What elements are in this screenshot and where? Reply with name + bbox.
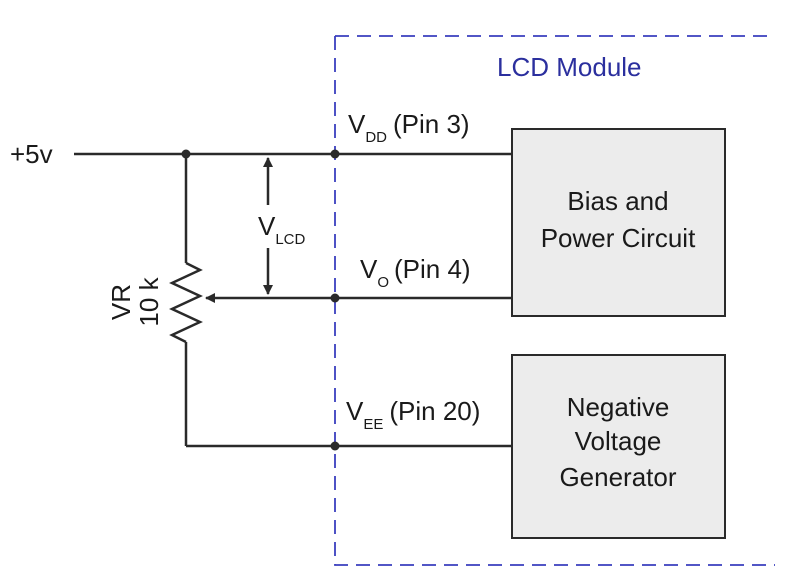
lcd-module-boundary xyxy=(334,35,775,566)
supply-label: +5v xyxy=(10,139,53,169)
bias-block-line-1: Bias and xyxy=(567,186,668,216)
neg-block-line-2: Voltage xyxy=(575,426,662,456)
junction-dot-vo xyxy=(330,293,340,303)
potentiometer-zigzag xyxy=(169,261,203,344)
bias-power-circuit-block xyxy=(511,128,726,317)
vo-label: VO(Pin 4) xyxy=(360,254,471,291)
vdd-label: VDD(Pin 3) xyxy=(348,109,470,146)
negative-voltage-generator-block xyxy=(511,354,726,539)
neg-block-line-1: Negative xyxy=(567,392,670,422)
junction-dot-vee xyxy=(330,441,340,451)
bias-block-line-2: Power Circuit xyxy=(541,223,696,253)
neg-block-line-3: Generator xyxy=(559,462,676,492)
wires xyxy=(74,152,512,448)
pot-name-label: VR xyxy=(106,284,136,320)
lcd-module-title: LCD Module xyxy=(497,52,642,82)
junction-dot-pot-top xyxy=(181,149,191,159)
vlcd-label: VLCD xyxy=(258,211,306,248)
pot-value-label: 10 k xyxy=(134,276,164,326)
junction-dot-vdd xyxy=(330,149,340,159)
vee-label: VEE(Pin 20) xyxy=(346,396,480,433)
